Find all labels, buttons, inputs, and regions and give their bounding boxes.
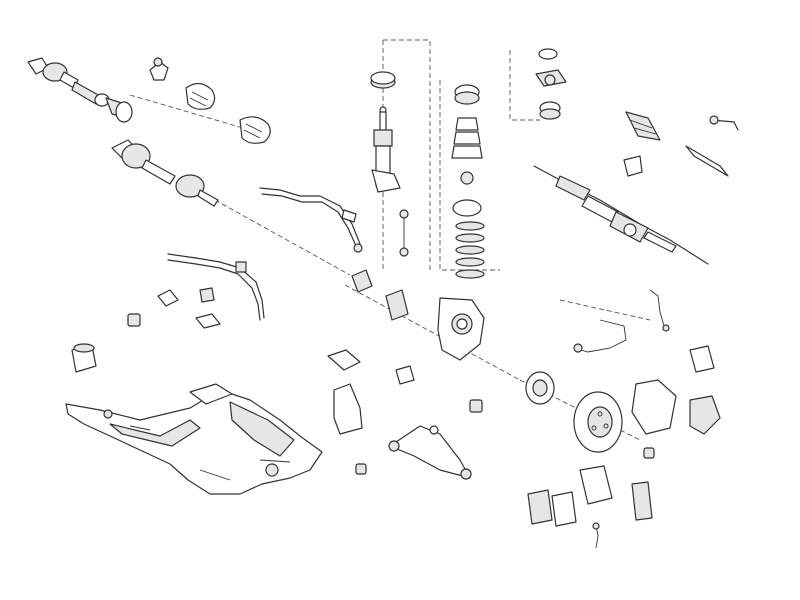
brake-caliper	[579, 345, 721, 521]
wheel-hub	[525, 371, 555, 405]
brake-disc	[573, 391, 623, 453]
drive-shaft-lower	[111, 139, 219, 207]
stabilizer-link-bar	[259, 187, 363, 253]
mount-bracket	[333, 383, 363, 435]
shock-absorber-left	[370, 71, 401, 193]
abs-sensor-cable	[573, 289, 670, 549]
tie-rod	[625, 111, 739, 177]
strut-mount	[451, 84, 483, 217]
bushings	[71, 155, 655, 475]
drive-shaft-upper	[27, 57, 133, 123]
subframe	[65, 383, 323, 495]
coil-spring	[455, 221, 485, 279]
top-mount-set	[535, 48, 567, 120]
cv-joint-boot	[149, 57, 271, 144]
stabilizer-bar	[167, 253, 265, 321]
assembly-guide-lines	[39, 39, 651, 441]
control-arm	[388, 425, 472, 480]
steering-knuckle	[351, 269, 485, 361]
steering-rack	[533, 165, 709, 265]
stabilizer-link	[399, 209, 409, 257]
brake-pads	[527, 489, 577, 527]
